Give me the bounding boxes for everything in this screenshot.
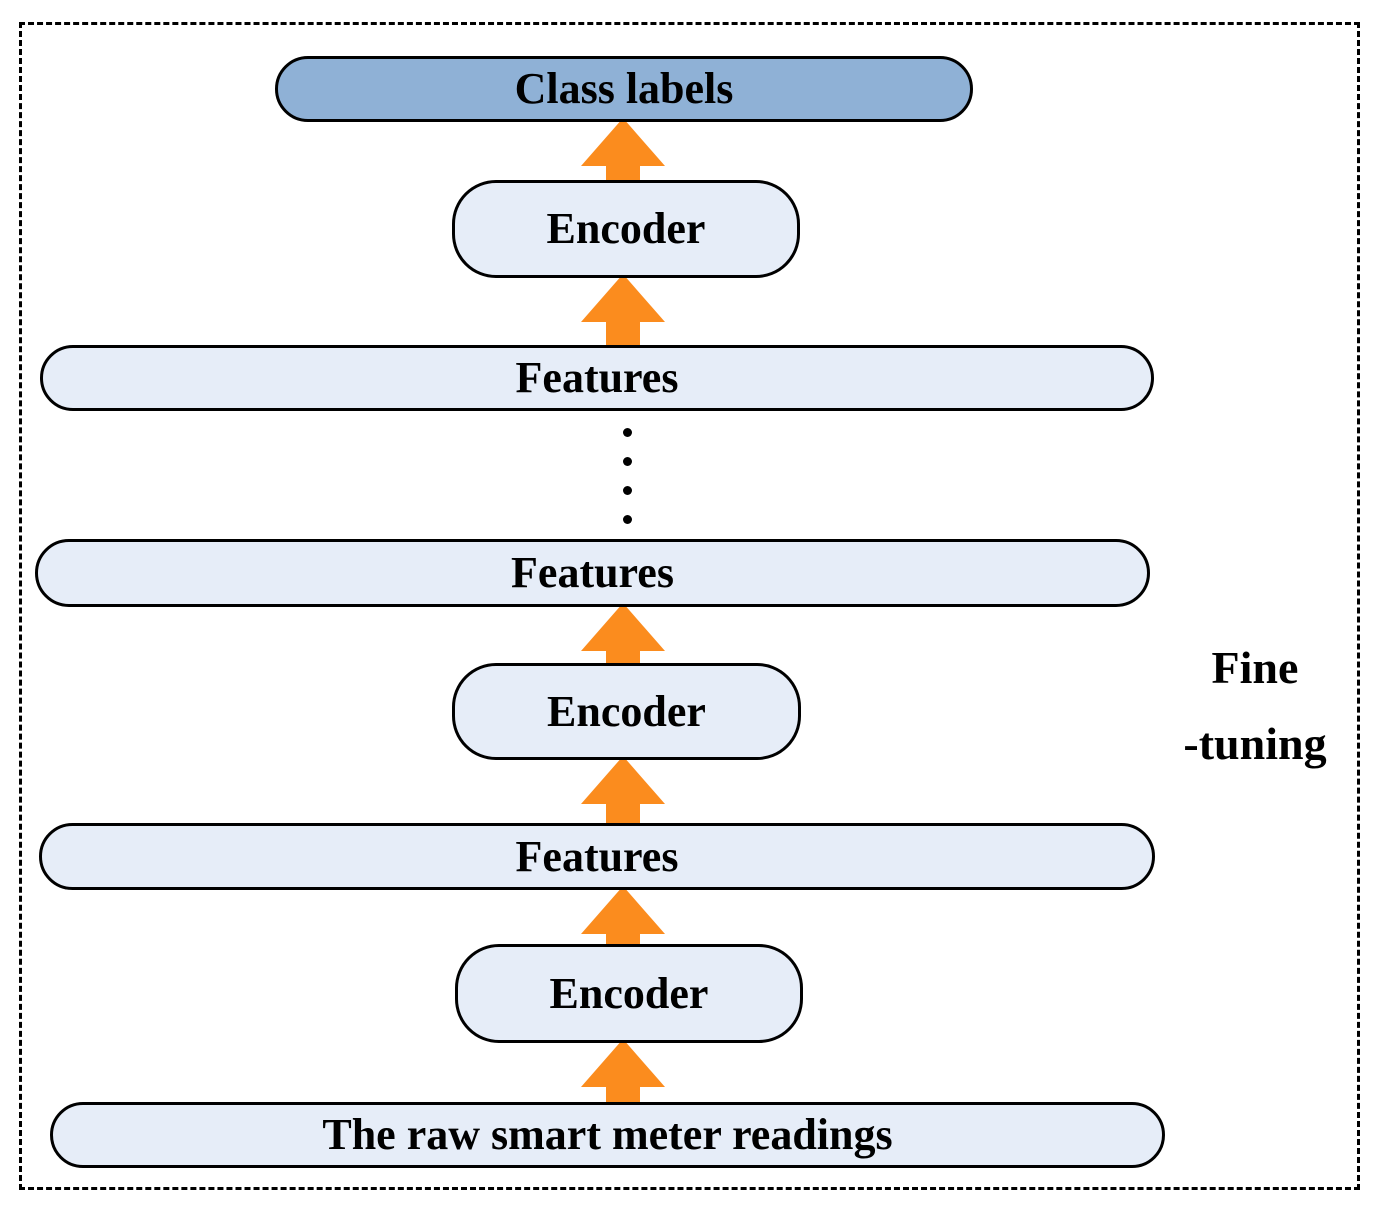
arrow-head-icon (581, 886, 665, 934)
up-arrow-to-features-bottom (581, 1039, 665, 1106)
class-labels-text: Class labels (514, 64, 734, 113)
features-node-bottom: Features (39, 823, 1155, 890)
ellipsis-dot (623, 428, 632, 437)
ellipsis-dot (623, 486, 632, 495)
arrow-stem (606, 166, 640, 184)
up-arrow-to-encoder-middle (581, 603, 665, 667)
ellipsis-dot (623, 515, 632, 524)
encoder-text: Encoder (546, 204, 706, 253)
arrow-stem (606, 804, 640, 827)
arrow-head-icon (581, 274, 665, 322)
input-node: The raw smart meter readings (50, 1102, 1165, 1168)
arrow-stem (606, 1087, 640, 1106)
features-text: Features (511, 548, 674, 597)
fine-tuning-label: Fine -tuning (1155, 630, 1355, 782)
up-arrow-to-encoder-top (581, 274, 665, 349)
arrow-head-icon (581, 118, 665, 166)
dashed-border-frame (19, 22, 1360, 1190)
arrow-stem (606, 322, 640, 349)
class-labels-node: Class labels (275, 56, 973, 122)
arrow-head-icon (581, 603, 665, 651)
fine-tuning-line1: Fine (1211, 642, 1299, 693)
input-text: The raw smart meter readings (322, 1110, 893, 1159)
encoder-node-bottom: Encoder (455, 944, 803, 1043)
encoder-text: Encoder (549, 968, 709, 1018)
encoder-node-middle: Encoder (452, 663, 801, 760)
ellipsis-dot (623, 457, 632, 466)
arrow-head-icon (581, 1039, 665, 1087)
up-arrow-to-encoder-bottom (581, 886, 665, 948)
arrow-head-icon (581, 756, 665, 804)
features-node-middle: Features (35, 539, 1150, 607)
up-arrow-to-class-labels (581, 118, 665, 184)
encoder-node-top: Encoder (452, 180, 800, 278)
features-text: Features (515, 353, 679, 402)
encoder-text: Encoder (547, 686, 706, 736)
up-arrow-to-features-middle (581, 756, 665, 827)
fine-tuning-line2: -tuning (1183, 718, 1327, 769)
features-text: Features (515, 831, 679, 881)
features-node-top: Features (40, 345, 1154, 411)
